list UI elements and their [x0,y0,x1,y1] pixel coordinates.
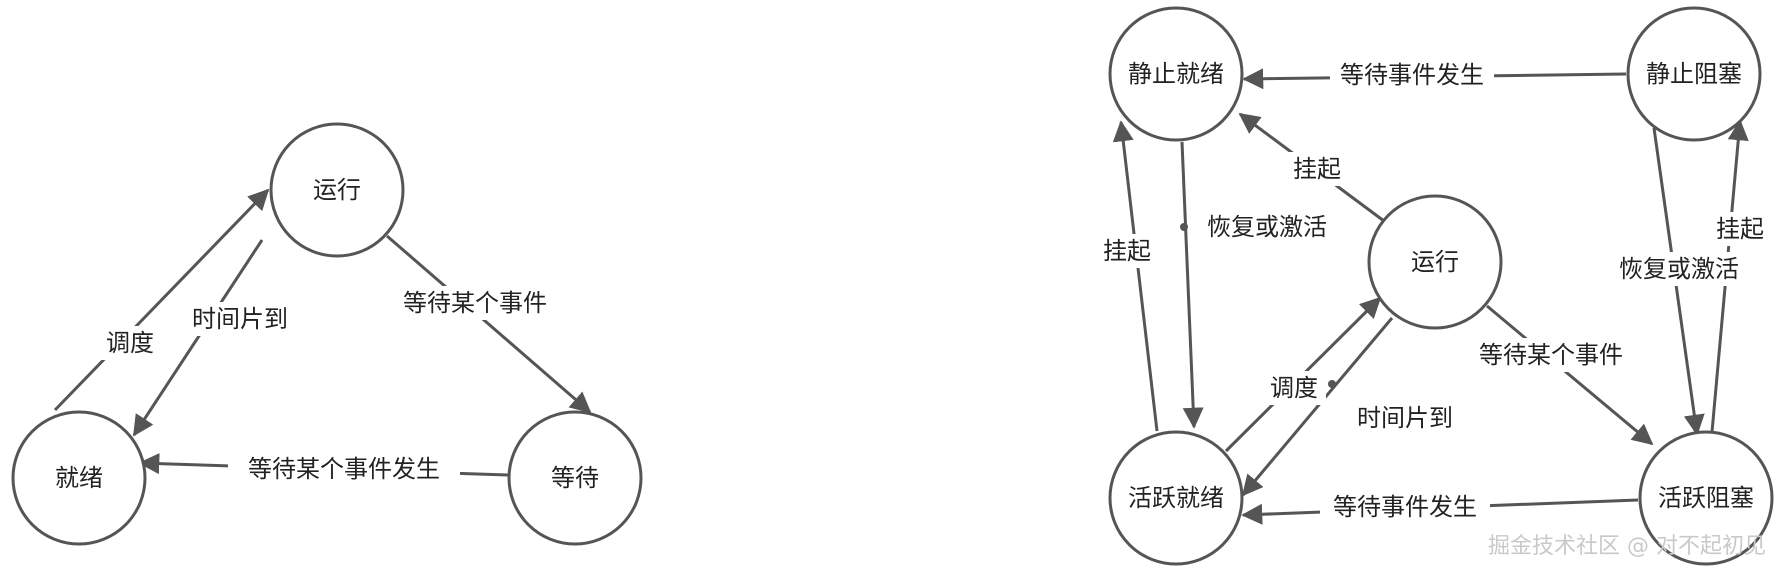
node-label-running-right: 运行 [1411,248,1459,276]
edge-wait-event-right [1486,304,1654,446]
edge-label-wait-event-occurs-bottom: 等待事件发生 [1333,493,1477,521]
edge-label-restore-left: 恢复或激活 [1207,213,1327,241]
node-running [269,122,405,258]
edge-label-wait-event-right: 等待某个事件 [1479,341,1623,369]
node-waiting [507,410,643,546]
node-active-blocked [1638,430,1774,566]
node-label-active-ready: 活跃就绪 [1128,484,1224,512]
node-active-ready [1108,430,1244,566]
node-static-ready [1108,6,1244,142]
node-label-static-blocked: 静止阻塞 [1646,60,1742,88]
edge-label-event-occurs: 等待某个事件发生 [248,455,440,483]
node-running-right [1367,194,1503,330]
node-label-waiting: 等待 [551,464,599,492]
edge-label-schedule: 调度 [106,329,154,357]
node-label-ready: 就绪 [55,464,103,492]
node-label-active-blocked: 活跃阻塞 [1658,484,1754,512]
edge-wait-event [386,234,592,414]
edge-label-suspend-left: 挂起 [1103,237,1151,265]
edge-label-time-slice: 时间片到 [192,305,288,333]
left-diagram: 调度 时间片到 等待某个事件 等待某个事件发生 运行 就绪 等待 [11,122,643,546]
edge-label-restore-right: 恢复或激活 [1619,255,1739,283]
edge-time-slice [132,239,264,437]
edge-dot-time-slice [1328,380,1336,388]
edge-time-slice-right [1241,317,1394,497]
edge-label-suspend-right: 挂起 [1716,215,1764,243]
edge-label-wait-event-occurs-top: 等待事件发生 [1340,61,1484,89]
edge-suspend-left [1112,120,1159,432]
right-diagram: 等待事件发生 挂起 挂起 恢复或激活 恢复或激活 挂起 调度 时间片到 等待某个… [1096,6,1774,566]
edge-restore-left [1180,141,1204,429]
edge-schedule [53,188,270,412]
edge-dot-restore [1180,223,1188,231]
edge-label-wait-event: 等待某个事件 [403,289,547,317]
edge-label-suspend-running: 挂起 [1293,155,1341,183]
watermark: 掘金技术社区 @ 对不起初见 [1488,534,1766,559]
node-label-running: 运行 [313,176,361,204]
node-ready [11,410,147,546]
edge-label-schedule-right: 调度 [1270,374,1318,402]
edge-label-time-slice-right: 时间片到 [1357,404,1453,432]
node-label-static-ready: 静止就绪 [1128,60,1224,88]
node-static-blocked [1626,6,1762,142]
